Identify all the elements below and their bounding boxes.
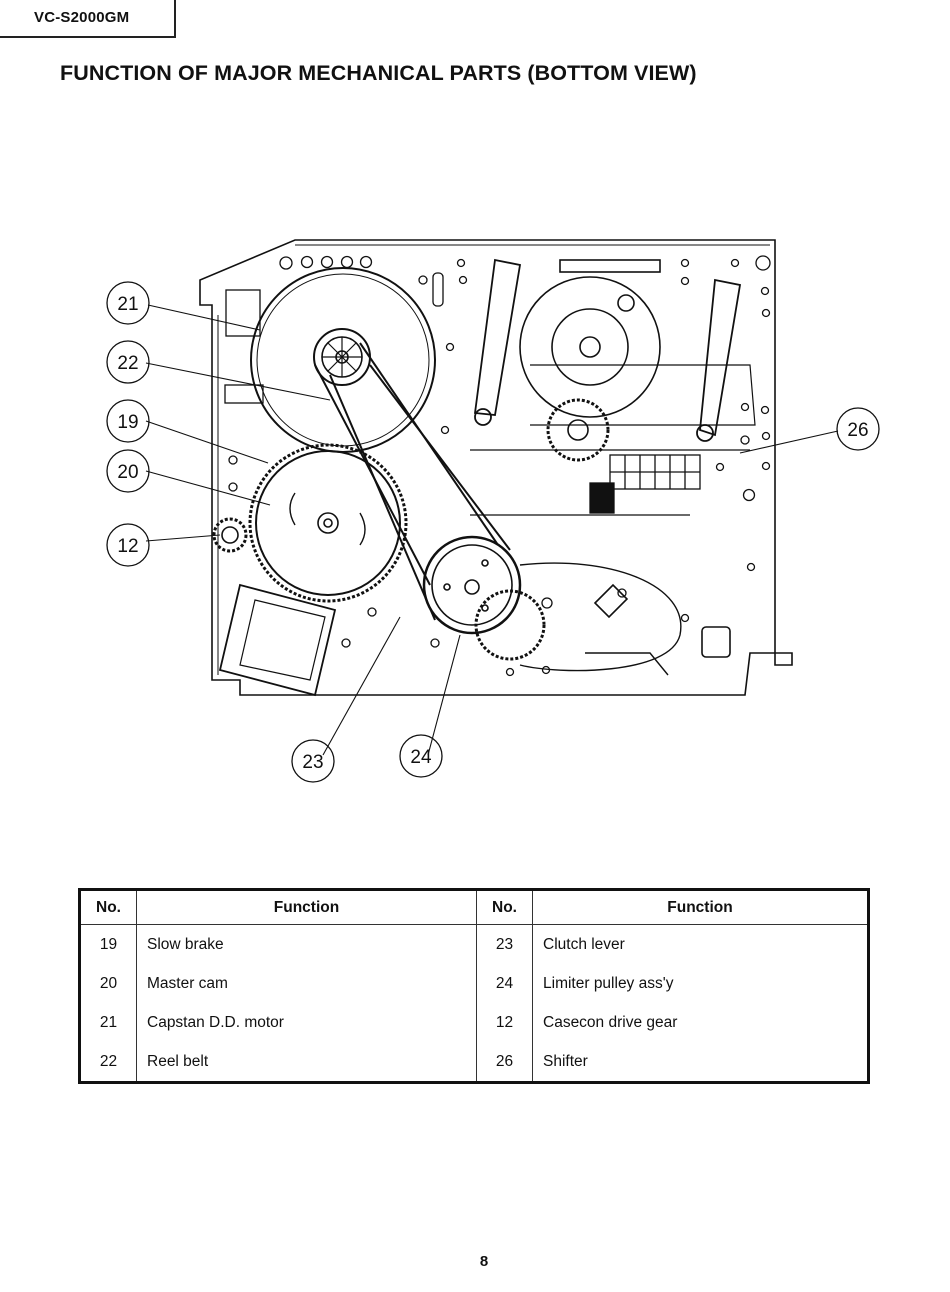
page-number: 8 (0, 1253, 950, 1270)
row-function-right: Clutch lever (533, 925, 869, 965)
shifter-block (590, 455, 700, 513)
callout-label-19: 19 (117, 412, 138, 433)
row-no-right: 26 (477, 1042, 533, 1083)
row-function-right: Limiter pulley ass'y (533, 964, 869, 1003)
row-function-left: Slow brake (137, 925, 477, 965)
callout-19: 19 (107, 400, 149, 442)
row-function-left: Master cam (137, 964, 477, 1003)
tension-arms (475, 260, 740, 441)
row-function-left: Reel belt (137, 1042, 477, 1083)
page-title: FUNCTION OF MAJOR MECHANICAL PARTS (BOTT… (60, 61, 697, 86)
row-no-right: 12 (477, 1003, 533, 1042)
callout-23: 23 (292, 740, 334, 782)
callout-label-23: 23 (302, 752, 323, 773)
master-cam-gear (250, 445, 406, 601)
drive-gears (214, 400, 608, 659)
callout-20: 20 (107, 450, 149, 492)
callout-label-26: 26 (847, 420, 868, 441)
row-no-left: 22 (80, 1042, 137, 1083)
row-no-right: 24 (477, 964, 533, 1003)
lower-plate (520, 563, 730, 675)
mechanism-diagram: 21 22 19 20 12 26 23 24 (90, 225, 890, 790)
header-function-right: Function (533, 890, 869, 925)
row-no-right: 23 (477, 925, 533, 965)
callout-21: 21 (107, 282, 149, 324)
callout-26: 26 (837, 408, 879, 450)
model-number: VC-S2000GM (34, 9, 129, 26)
model-header-box: VC-S2000GM (0, 0, 176, 38)
table-row: 21 Capstan D.D. motor 12 Casecon drive g… (80, 1003, 869, 1042)
table-row: 19 Slow brake 23 Clutch lever (80, 925, 869, 965)
mounting-holes (229, 256, 770, 676)
table-row: 22 Reel belt 26 Shifter (80, 1042, 869, 1083)
table-header-row: No. Function No. Function (80, 890, 869, 925)
reel-table (520, 260, 660, 417)
row-no-left: 20 (80, 964, 137, 1003)
callout-label-21: 21 (117, 294, 138, 315)
header-function-left: Function (137, 890, 477, 925)
row-function-right: Shifter (533, 1042, 869, 1083)
callout-label-20: 20 (117, 462, 138, 483)
reel-pulley (314, 329, 370, 385)
header-no-right: No. (477, 890, 533, 925)
callout-22: 22 (107, 341, 149, 383)
row-function-right: Casecon drive gear (533, 1003, 869, 1042)
row-no-left: 21 (80, 1003, 137, 1042)
row-function-left: Capstan D.D. motor (137, 1003, 477, 1042)
callout-label-22: 22 (117, 353, 138, 374)
capstan-motor (225, 268, 435, 452)
header-no-left: No. (80, 890, 137, 925)
callout-12: 12 (107, 524, 149, 566)
callout-24: 24 (400, 735, 442, 777)
row-no-left: 19 (80, 925, 137, 965)
limiter-pulley (424, 537, 520, 633)
callout-label-12: 12 (117, 536, 138, 557)
table-row: 20 Master cam 24 Limiter pulley ass'y (80, 964, 869, 1003)
callout-label-24: 24 (410, 747, 432, 768)
function-table: No. Function No. Function 19 Slow brake … (78, 888, 870, 1084)
